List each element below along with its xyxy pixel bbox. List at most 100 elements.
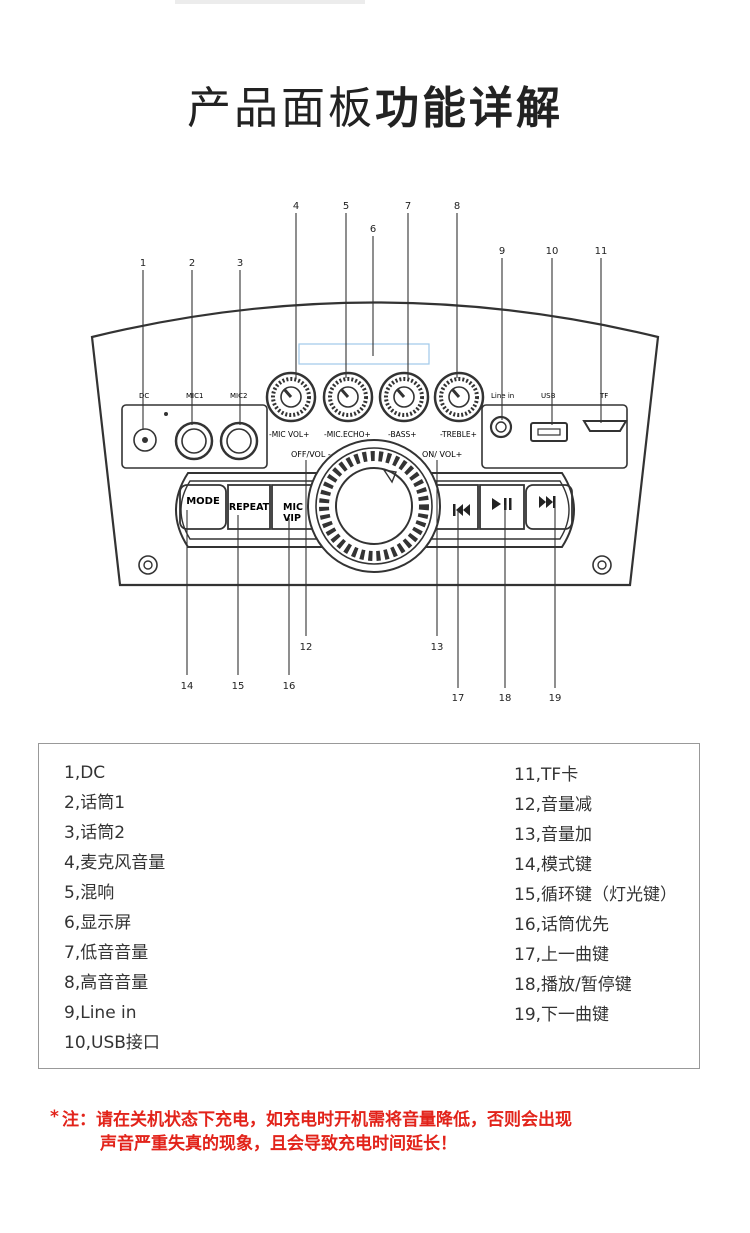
prev-button bbox=[435, 484, 479, 530]
note-line-2: 声音严重失真的现象，且会导致充电时间延长！ bbox=[100, 1134, 457, 1154]
callout-5: 5 bbox=[343, 201, 349, 212]
product-panel-diagram: DC MIC1 MIC2 Line in USB TF -MIC VOL+ -M… bbox=[90, 201, 660, 704]
callout-15: 15 bbox=[232, 681, 245, 692]
legend-item: 12,音量减 bbox=[514, 795, 593, 815]
title-bold: 功能详解 bbox=[375, 83, 563, 134]
legend-item: 15,循环键（灯光键） bbox=[514, 885, 678, 905]
mic2-jack-inner bbox=[226, 428, 252, 454]
mic1-jack-inner bbox=[181, 428, 207, 454]
note-line-1: 注：请在关机状态下充电，如充电时开机需将音量降低，否则会出现 bbox=[62, 1110, 572, 1130]
repeat-label: REPEAT bbox=[229, 502, 270, 513]
callout-6: 6 bbox=[370, 224, 376, 235]
callout-10: 10 bbox=[546, 246, 559, 257]
legend-box: 1,DC 2,话筒1 3,话筒2 4,麦克风音量 5,混响 6,显示屏 7,低音… bbox=[38, 743, 700, 1069]
callout-12: 12 bbox=[300, 642, 313, 653]
next-button bbox=[525, 484, 573, 530]
left-input-bay bbox=[121, 404, 268, 469]
knob-mic-echo bbox=[322, 371, 374, 423]
display-screen bbox=[298, 343, 430, 365]
legend-item: 16,话筒优先 bbox=[514, 915, 610, 935]
legend-item: 4,麦克风音量 bbox=[64, 853, 166, 873]
dc-jack bbox=[133, 428, 157, 452]
legend-item: 6,显示屏 bbox=[64, 913, 132, 933]
callout-13: 13 bbox=[431, 642, 444, 653]
legend-item: 7,低音音量 bbox=[64, 943, 149, 963]
callout-7: 7 bbox=[405, 201, 411, 212]
legend-item: 14,模式键 bbox=[514, 855, 593, 875]
screw-right bbox=[592, 555, 612, 575]
legend-item: 13,音量加 bbox=[514, 825, 593, 845]
callout-14: 14 bbox=[181, 681, 194, 692]
legend-item: 1,DC bbox=[64, 763, 106, 783]
legend-item: 2,话筒1 bbox=[64, 793, 126, 813]
label-mic2: MIC2 bbox=[230, 392, 247, 400]
mode-button bbox=[179, 484, 227, 530]
mic1-jack bbox=[174, 421, 214, 461]
control-bar-inner bbox=[180, 480, 570, 540]
callout-17: 17 bbox=[452, 693, 465, 704]
legend-item: 10,USB接口 bbox=[64, 1033, 160, 1053]
label-bass: -BASS+ bbox=[388, 430, 417, 439]
tf-slot bbox=[582, 420, 628, 432]
volume-wheel-marker bbox=[382, 469, 397, 484]
top-divider bbox=[175, 0, 365, 4]
line-in-jack-inner bbox=[495, 421, 507, 433]
mic-vip-label-2: VIP bbox=[283, 513, 301, 524]
legend-item: 18,播放/暂停键 bbox=[514, 975, 632, 995]
label-mic1: MIC1 bbox=[186, 392, 203, 400]
legend-item: 19,下一曲键 bbox=[514, 1005, 610, 1025]
legend-item: 3,话筒2 bbox=[64, 823, 126, 843]
callout-9: 9 bbox=[499, 246, 505, 257]
label-tf: TF bbox=[599, 392, 608, 400]
callout-4: 4 bbox=[293, 201, 299, 212]
legend-item: 11,TF卡 bbox=[514, 765, 579, 785]
callout-11: 11 bbox=[595, 246, 608, 257]
title-light: 产品面板 bbox=[187, 83, 375, 134]
play-pause-icon bbox=[492, 498, 512, 510]
knob-treble bbox=[433, 371, 485, 423]
note-star: * bbox=[50, 1107, 59, 1127]
play-pause-button bbox=[479, 484, 525, 530]
mic-vip-label-1: MIC bbox=[283, 502, 303, 513]
next-icon bbox=[539, 496, 556, 508]
volume-wheel-ring bbox=[315, 447, 433, 565]
mode-label: MODE bbox=[186, 496, 220, 507]
label-treble: -TREBLE+ bbox=[440, 430, 477, 439]
screw-left bbox=[138, 555, 158, 575]
usb-port bbox=[530, 422, 568, 442]
prev-icon bbox=[453, 504, 470, 516]
leader-lines bbox=[142, 213, 602, 688]
label-line-in: Line in bbox=[491, 392, 514, 400]
callout-18: 18 bbox=[499, 693, 512, 704]
callout-16: 16 bbox=[283, 681, 296, 692]
label-usb: USB bbox=[541, 392, 556, 400]
legend-item: 17,上一曲键 bbox=[514, 945, 610, 965]
knob-mic-vol bbox=[265, 371, 317, 423]
panel-outline bbox=[90, 301, 660, 587]
label-on-vol: ON/ VOL+ bbox=[422, 450, 462, 459]
legend-right-column: 11,TF卡 12,音量减 13,音量加 14,模式键 15,循环键（灯光键） … bbox=[514, 760, 677, 1030]
repeat-button bbox=[227, 484, 271, 530]
callout-8: 8 bbox=[454, 201, 460, 212]
callout-1: 1 bbox=[140, 258, 146, 269]
dc-jack-pin bbox=[142, 437, 148, 443]
legend-left-column: 1,DC 2,话筒1 3,话筒2 4,麦克风音量 5,混响 6,显示屏 7,低音… bbox=[64, 758, 165, 1058]
legend-item: 9,Line in bbox=[64, 1003, 137, 1023]
legend-item: 5,混响 bbox=[64, 883, 115, 903]
indicator-led bbox=[164, 412, 168, 416]
callout-2: 2 bbox=[189, 258, 195, 269]
knob-bass bbox=[378, 371, 430, 423]
right-input-bay bbox=[481, 404, 628, 469]
label-mic-vol: -MIC VOL+ bbox=[269, 430, 309, 439]
legend-item: 8,高音音量 bbox=[64, 973, 149, 993]
callout-19: 19 bbox=[549, 693, 562, 704]
usb-port-tongue bbox=[537, 428, 561, 436]
volume-wheel-ribs bbox=[319, 451, 429, 561]
mic2-jack bbox=[219, 421, 259, 461]
label-mic-echo: -MIC.ECHO+ bbox=[324, 430, 371, 439]
volume-wheel-inner bbox=[335, 467, 413, 545]
callout-3: 3 bbox=[237, 258, 243, 269]
control-bar-outer bbox=[175, 472, 575, 548]
label-off-vol: OFF/VOL - bbox=[291, 450, 331, 459]
line-in-jack bbox=[489, 415, 513, 439]
